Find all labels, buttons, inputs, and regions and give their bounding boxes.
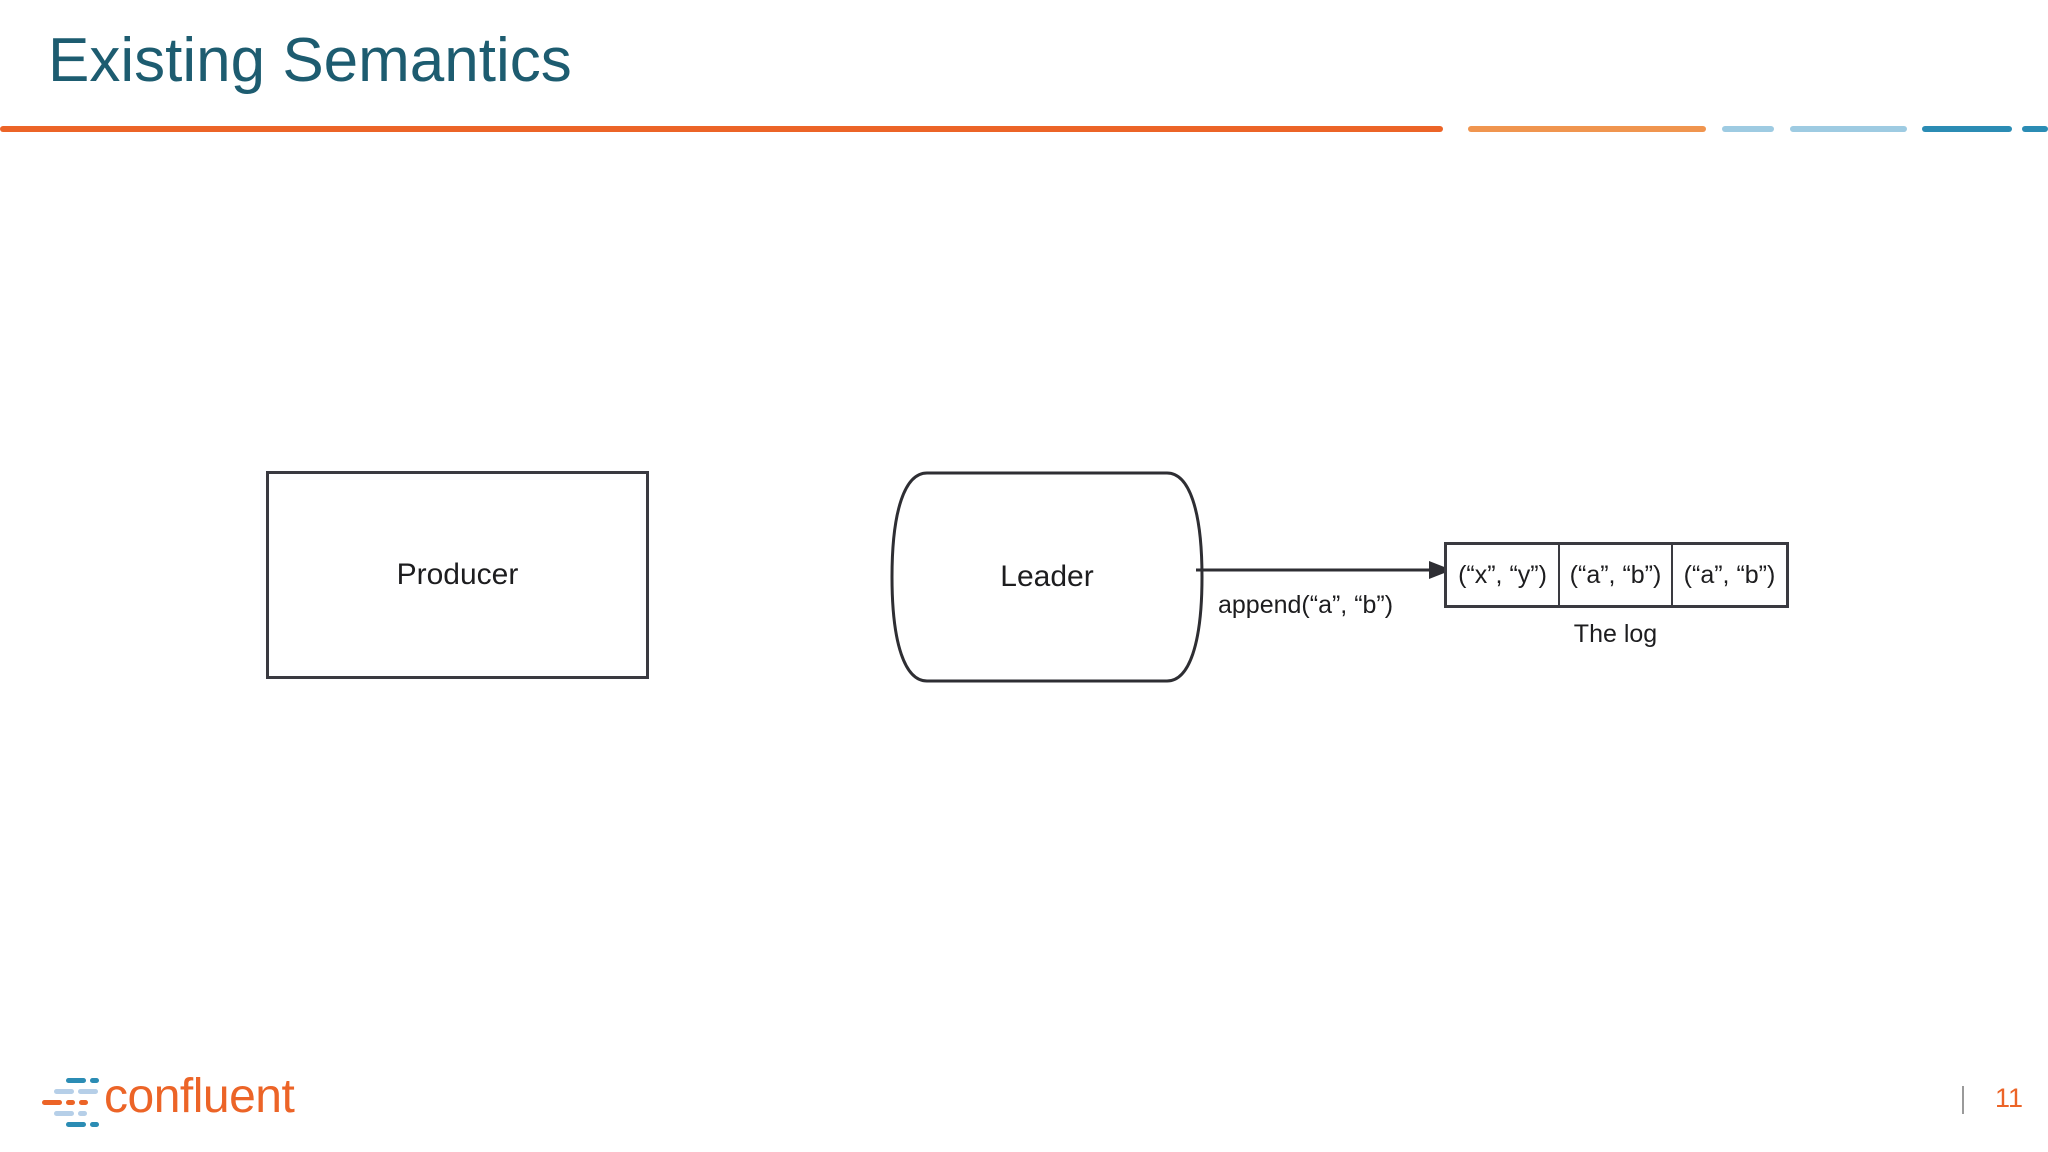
leader-node: Leader	[889, 470, 1205, 684]
confluent-logo-wordmark: confluent	[104, 1070, 295, 1123]
segment-blue-deep-long	[1922, 126, 2012, 132]
producer-node-label: Producer	[396, 558, 519, 591]
page-number-divider	[1962, 1086, 1964, 1114]
logo-dash-mark	[54, 1111, 74, 1116]
logo-dash-mark	[66, 1078, 86, 1083]
page-number: 11	[1995, 1083, 2024, 1113]
leader-node-outline	[890, 471, 1204, 683]
segment-blue-pale-short	[1722, 126, 1774, 132]
confluent-logo-mark-icon	[42, 1072, 102, 1130]
logo-dash-mark	[78, 1089, 98, 1094]
log-cell: (“a”, “b”)	[1560, 545, 1673, 605]
append-arrow	[1196, 556, 1454, 584]
segment-blue-pale-long	[1790, 126, 1907, 132]
logo-dash-mark	[78, 1111, 87, 1116]
logo-dash-mark	[90, 1078, 99, 1083]
log-cell: (“x”, “y”)	[1447, 545, 1560, 605]
page-title: Existing Semantics	[48, 26, 572, 95]
confluent-logo: confluent	[42, 1072, 310, 1130]
segment-orange-light	[1468, 126, 1706, 132]
producer-node: Producer	[266, 471, 649, 679]
log-strip: (“x”, “y”)(“a”, “b”)(“a”, “b”)	[1444, 542, 1789, 608]
log-caption: The log	[1573, 620, 1658, 648]
logo-dash-mark	[90, 1122, 99, 1127]
append-arrow-icon	[1196, 561, 1452, 579]
log-cell: (“a”, “b”)	[1683, 560, 1776, 589]
logo-dash-mark	[66, 1100, 75, 1105]
logo-dash-mark	[79, 1100, 88, 1105]
segment-blue-deep-short	[2022, 126, 2048, 132]
leader-node-label: Leader	[1000, 560, 1094, 593]
logo-dash-mark	[66, 1122, 86, 1127]
logo-dash-mark	[54, 1089, 74, 1094]
append-arrow-label: append(“a”, “b”)	[1218, 591, 1394, 619]
logo-dash-mark	[42, 1100, 62, 1105]
title-underline-rule	[0, 126, 1443, 132]
